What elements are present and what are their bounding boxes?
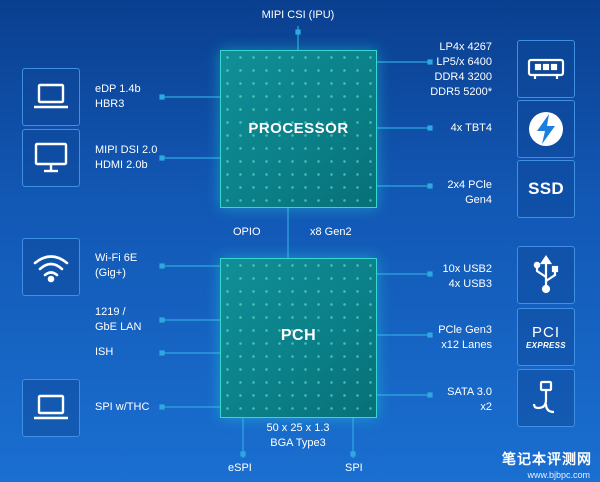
processor-chip: PROCESSOR	[220, 50, 377, 208]
usb-icon	[517, 246, 575, 304]
memory-module-icon	[517, 40, 575, 98]
espi-label: eSPI	[228, 462, 252, 474]
spi-thc-label: SPI w/THC	[95, 401, 150, 413]
spi-label: SPI	[345, 462, 363, 474]
pci-logo-top: PCI	[531, 324, 560, 341]
wifi-icon	[22, 238, 80, 296]
thunderbolt-icon	[517, 100, 575, 158]
pch-chip: PCH	[220, 258, 377, 418]
watermark-title: 笔记本评测网	[502, 451, 592, 467]
laptop-icon	[22, 379, 80, 437]
ssd-text: SSD	[528, 179, 564, 198]
wifi-label: Wi-Fi 6E(Gig+)	[95, 252, 138, 279]
processor-label: PROCESSOR	[248, 120, 349, 137]
opio-label: OPIO	[233, 226, 261, 238]
laptop-icon	[22, 68, 80, 126]
ish-label: ISH	[95, 346, 114, 358]
monitor-icon	[22, 129, 80, 187]
pci-express-icon: PCI EXPRESS	[517, 308, 575, 366]
x8-gen2-label: x8 Gen2	[310, 226, 352, 238]
ssd-icon: SSD	[517, 160, 575, 218]
lan-label: 1219 /GbE LAN	[95, 306, 142, 333]
pch-label: PCH	[280, 327, 317, 344]
mipi-csi-label: MIPI CSI (IPU)	[261, 9, 335, 21]
sata-icon	[517, 369, 575, 427]
pci-logo-bottom: EXPRESS	[526, 341, 566, 350]
tbt-label: 4x TBT4	[450, 122, 492, 134]
watermark-url: www.bjbpc.com	[527, 470, 590, 480]
